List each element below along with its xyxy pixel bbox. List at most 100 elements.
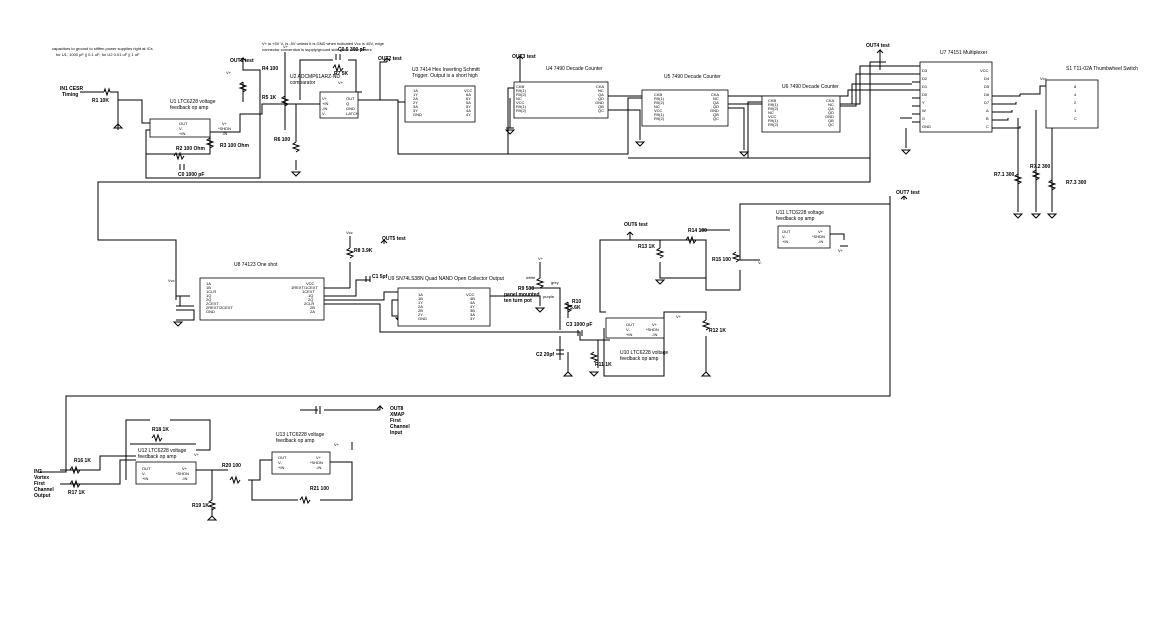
svg-text:VCC: VCC [306,281,315,286]
svg-text:R9(2): R9(2) [654,116,665,121]
svg-text:VCC: VCC [768,114,777,119]
label-r1: R1 10K [92,98,109,104]
svg-text:-IN: -IN [652,332,657,337]
svg-text:CKB: CKB [654,92,663,97]
svg-text:G: G [922,116,925,121]
svg-text:XMAP: XMAP [390,412,405,418]
svg-text:2B: 2B [310,305,315,310]
svg-text:feedback op amp: feedback op amp [620,356,659,362]
svg-text:IN1 CESR: IN1 CESR [60,86,83,92]
svg-text:R10: R10 [572,299,581,305]
svg-text:R9 500: R9 500 [518,286,534,292]
rail-vcc-1: Vcc [1040,76,1047,81]
svg-text:U1 LTC6228 voltage: U1 LTC6228 voltage [170,99,216,105]
chip-u3: U3 7414 Hex Inverting Schmitt Trigger. O… [404,67,480,123]
svg-text:R9(1): R9(1) [516,104,527,109]
svg-text:U12 LTC6228 voltage: U12 LTC6228 voltage [138,448,186,454]
svg-text:Timing: Timing [62,92,78,98]
svg-text:6A: 6A [466,92,471,97]
label-wire-white: white [526,275,536,280]
svg-text:R0(2): R0(2) [768,106,779,111]
svg-text:feedback op amp: feedback op amp [776,216,815,222]
svg-text:3A: 3A [413,104,418,109]
note-power-2: connector convention is supply/ground si… [262,47,372,52]
port-in2: IN2 Vortex First Channel Output [34,469,54,499]
svg-text:OUT: OUT [179,121,188,126]
svg-text:A: A [986,108,989,113]
svg-text:GND: GND [413,112,422,117]
svg-text:V+: V+ [316,455,322,460]
note-capacitors-1: capacitors to ground to stiffen power su… [52,46,153,51]
svg-text:2Y: 2Y [413,100,418,105]
svg-text:D6: D6 [984,92,990,97]
svg-text:Trigger. Output is a short hig: Trigger. Output is a short high [412,73,478,79]
svg-text:R9(1): R9(1) [768,118,779,123]
svg-text:5Y: 5Y [466,104,471,109]
ground-symbols [114,127,1058,521]
svg-text:2A: 2A [418,304,423,309]
label-wire-purple: purple [543,294,555,299]
svg-text:1Q: 1Q [308,293,313,298]
svg-text:4Y: 4Y [470,304,475,309]
svg-text:Input: Input [390,430,403,436]
port-out5: OUT5 test [382,236,406,242]
label-r18: R18 1K [152,427,169,433]
svg-text:*SHDN: *SHDN [218,126,231,131]
port-out2: OUT2 test [378,56,402,62]
svg-text:W: W [922,108,926,113]
svg-text:4Y: 4Y [466,112,471,117]
svg-text:4A: 4A [466,108,471,113]
label-c0: C0 1000 pF [178,172,204,178]
svg-text:5A: 5A [466,100,471,105]
label-r10: R10 5.6K [570,299,581,311]
svg-text:2Y: 2Y [418,312,423,317]
svg-text:GND: GND [206,309,215,314]
svg-text:Output: Output [34,493,51,499]
label-r20: R20 100 [222,463,241,469]
rail-vcc-2: Vcc [168,278,175,283]
label-c2: C2 20pf [536,352,554,358]
label-c1: C1 5pf [372,274,388,280]
svg-text:S1 T11-02A Thumbwheel Switch: S1 T11-02A Thumbwheel Switch [1066,66,1138,72]
svg-text:panel mounted: panel mounted [504,292,540,298]
label-r12: R12 1K [709,328,726,334]
svg-text:NC: NC [598,88,604,93]
svg-text:R9(2): R9(2) [768,122,779,127]
svg-text:+IN: +IN [782,239,788,244]
label-r16: R16 1K [74,458,91,464]
svg-text:V-: V- [142,471,146,476]
svg-text:5.6K: 5.6K [570,305,581,311]
svg-text:D4: D4 [984,76,990,81]
chip-u1: U1 LTC6228 voltage feedback op amp OUT V… [149,99,231,138]
svg-text:2CLR: 2CLR [304,301,314,306]
svg-text:QD: QD [598,96,604,101]
svg-text:VCC: VCC [980,68,989,73]
svg-text:GND: GND [825,114,834,119]
svg-text:+IN: +IN [626,332,632,337]
port-out4: OUT4 test [866,43,890,49]
svg-text:R9(1): R9(1) [654,96,665,101]
label-r17: R17 1K [68,490,85,496]
svg-text:NC: NC [713,96,719,101]
svg-text:R0(2): R0(2) [516,92,527,97]
svg-text:NC: NC [516,96,522,101]
svg-text:IN2: IN2 [34,469,42,475]
label-r72: R7.2 300 [1030,164,1051,170]
rail-vplus-4: V+ [538,256,544,261]
svg-text:OUT: OUT [346,96,355,101]
svg-text:+IN: +IN [322,101,328,106]
svg-text:U10 LTC6228 voltage: U10 LTC6228 voltage [620,350,668,356]
svg-text:1Y: 1Y [413,92,418,97]
svg-text:2A: 2A [310,309,315,314]
svg-text:Vortex: Vortex [34,475,49,481]
svg-text:CKB: CKB [768,98,777,103]
svg-text:V+: V+ [182,466,188,471]
svg-text:R9(1): R9(1) [768,102,779,107]
svg-text:3Y: 3Y [470,316,475,321]
label-r4: R4 100 [262,66,278,72]
svg-text:GND: GND [595,100,604,105]
label-r6: R6 100 [274,137,290,143]
